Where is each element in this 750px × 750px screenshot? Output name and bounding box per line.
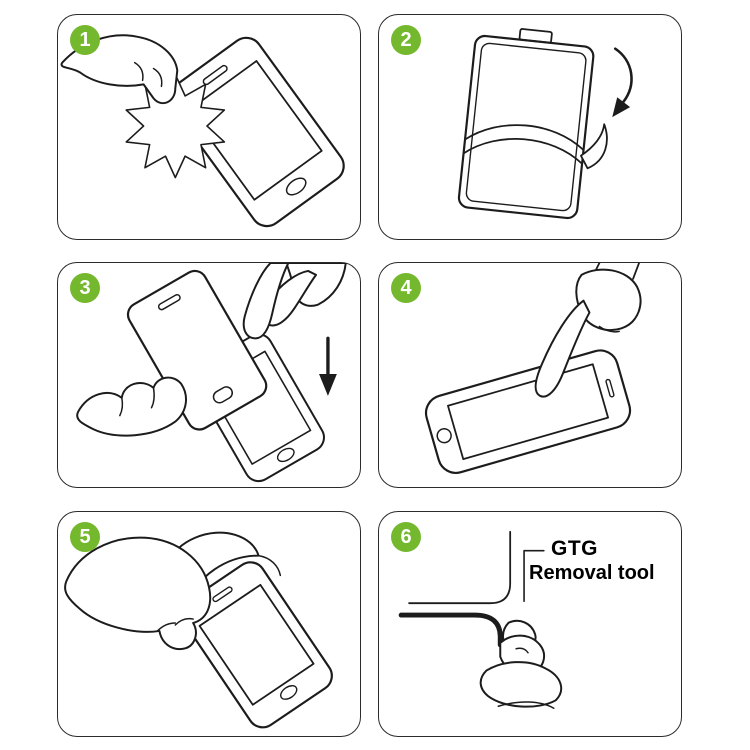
step-6-number: 6 (400, 526, 412, 548)
leader-line (523, 549, 545, 602)
peel-direction-arrow-icon (612, 47, 633, 118)
press-screen-with-finger-icon (424, 263, 642, 474)
holding-fingers (479, 634, 563, 709)
step-3-badge: 3 (70, 273, 100, 303)
phone-corner-edge (398, 612, 503, 648)
step-panel-5: 5 (57, 511, 361, 737)
gtg-label: GTG (551, 537, 598, 560)
phone-outline (424, 349, 632, 474)
step-panel-2: 2 (378, 14, 682, 240)
step-panel-3: 3 (57, 262, 361, 488)
step-3-number: 3 (79, 277, 91, 299)
step-5-number: 5 (79, 526, 91, 548)
wipe-screen-with-cloth-icon (60, 34, 345, 228)
down-arrow-icon (319, 336, 337, 396)
align-glass-and-lower-icon (76, 263, 347, 483)
glass-protector (126, 269, 268, 431)
step-panel-1: 1 (57, 14, 361, 240)
step-panel-6: 6 GTG Removal tool (378, 511, 682, 737)
step-1-number: 1 (79, 29, 91, 51)
smooth-film-on-screen-icon (64, 531, 333, 729)
step-2-number: 2 (400, 29, 412, 51)
protector-film (457, 28, 608, 220)
left-hand (76, 376, 187, 437)
step-panel-4: 4 (378, 262, 682, 488)
peel-backing-film-icon (457, 28, 633, 220)
step-2-badge: 2 (391, 25, 421, 55)
cleaning-cloth (125, 73, 226, 179)
phone-outline (168, 36, 345, 228)
step-6-badge: 6 (391, 522, 421, 552)
pressing-hand (534, 263, 642, 398)
glass-corner-outline (408, 530, 512, 605)
step-4-badge: 4 (391, 273, 421, 303)
removal-tool-label: Removal tool (529, 562, 655, 584)
corner-removal-tool-icon (398, 530, 563, 709)
right-hand (242, 263, 347, 340)
step-4-number: 4 (400, 277, 412, 299)
phone-outline (180, 561, 333, 729)
smoothing-hand (64, 536, 212, 651)
step-5-badge: 5 (70, 522, 100, 552)
step-1-badge: 1 (70, 25, 100, 55)
peel-flap (580, 123, 608, 170)
